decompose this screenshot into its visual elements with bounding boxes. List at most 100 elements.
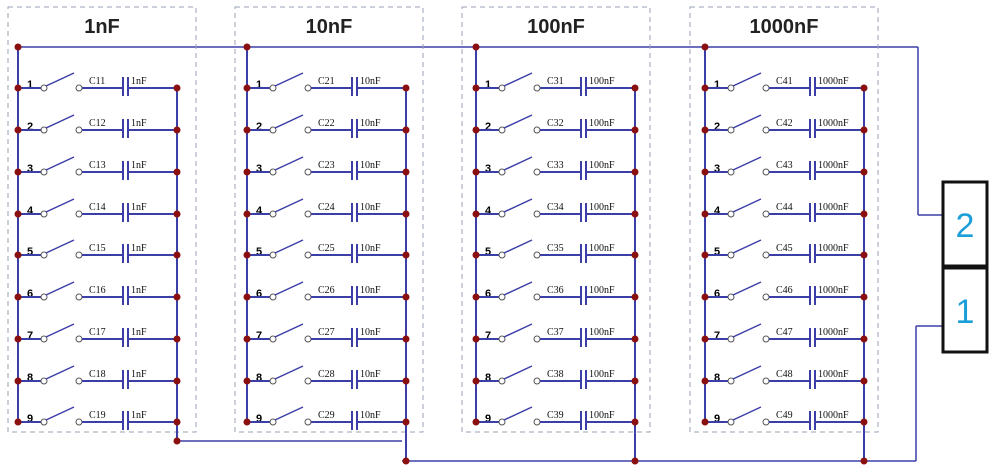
- right-rail-node: [860, 377, 868, 385]
- terminal-1: 1: [941, 266, 989, 354]
- capacitor-value: 1000nF: [818, 160, 849, 171]
- switch-contact-right: [304, 84, 312, 92]
- switch-blade: [503, 72, 533, 87]
- switch-contact-right: [762, 168, 770, 176]
- right-rail-node: [860, 293, 868, 301]
- top-bus-node: [14, 43, 22, 51]
- left-rail-node: [243, 293, 251, 301]
- capacitor-value: 1000nF: [818, 285, 849, 296]
- switch-number: 5: [256, 246, 262, 258]
- switch-blade: [45, 114, 75, 129]
- bank-title: 10nF: [306, 16, 353, 38]
- switch-contact-right: [533, 168, 541, 176]
- switch-contact-right: [533, 210, 541, 218]
- switch-contact-left: [727, 84, 735, 92]
- bank-outline: [689, 6, 879, 433]
- switch-contact-right: [762, 210, 770, 218]
- switch-contact-left: [40, 251, 48, 259]
- switch-contact-right: [304, 335, 312, 343]
- switch-blade: [45, 365, 75, 380]
- right-rail-node: [173, 84, 181, 92]
- right-rail-node: [173, 251, 181, 259]
- switch-blade: [732, 365, 762, 380]
- switch-contact-left: [498, 251, 506, 259]
- switch-blade: [274, 114, 304, 129]
- capacitor-label: C17: [89, 327, 106, 338]
- switch-blade: [503, 323, 533, 338]
- switch-contact-left: [727, 210, 735, 218]
- switch-contact-left: [40, 126, 48, 134]
- switch-contact-left: [269, 210, 277, 218]
- capacitor-value: 1nF: [131, 285, 147, 296]
- switch-blade: [45, 323, 75, 338]
- left-rail-node: [701, 168, 709, 176]
- bank-title: 100nF: [527, 16, 585, 38]
- right-rail-node: [631, 126, 639, 134]
- switch-contact-left: [727, 335, 735, 343]
- switch-blade: [732, 281, 762, 296]
- switch-blade: [45, 281, 75, 296]
- switch-number: 9: [485, 413, 491, 425]
- switch-contact-right: [304, 126, 312, 134]
- switch-contact-right: [75, 210, 83, 218]
- capacitor-label: C18: [89, 369, 106, 380]
- left-rail-node: [14, 168, 22, 176]
- switch-blade: [274, 72, 304, 87]
- switch-blade: [732, 198, 762, 213]
- left-rail-node: [14, 377, 22, 385]
- capacitor-value: 10nF: [360, 76, 381, 87]
- switch-blade: [732, 72, 762, 87]
- left-rail-node: [14, 251, 22, 259]
- left-rail-node: [701, 335, 709, 343]
- capacitor-value: 1000nF: [818, 118, 849, 129]
- switch-contact-left: [269, 418, 277, 426]
- capacitor-value: 1nF: [131, 243, 147, 254]
- capacitor-label: C29: [318, 410, 335, 421]
- switch-number: 7: [485, 330, 491, 342]
- terminal-block: 21: [941, 180, 989, 354]
- capacitor-value: 10nF: [360, 202, 381, 213]
- switch-contact-right: [762, 377, 770, 385]
- left-rail-node: [243, 335, 251, 343]
- left-rail-node: [701, 293, 709, 301]
- switch-blade: [503, 239, 533, 254]
- switch-blade: [274, 198, 304, 213]
- right-rail-node: [860, 335, 868, 343]
- capacitor-value: 100nF: [589, 118, 615, 129]
- bottom-bus-node: [860, 457, 868, 465]
- right-rail-node: [173, 126, 181, 134]
- right-rail-node: [631, 251, 639, 259]
- capacitor-label: C49: [776, 410, 793, 421]
- switch-number: 7: [714, 330, 720, 342]
- switch-blade: [503, 156, 533, 171]
- switch-number: 9: [27, 413, 33, 425]
- bank-outline: [461, 6, 651, 433]
- switch-number: 1: [714, 79, 720, 91]
- switch-number: 9: [714, 413, 720, 425]
- right-rail-node: [631, 210, 639, 218]
- switch-number: 7: [27, 330, 33, 342]
- switch-contact-left: [40, 84, 48, 92]
- switch-blade: [45, 406, 75, 421]
- capacitor-value: 10nF: [360, 160, 381, 171]
- right-rail-node: [402, 377, 410, 385]
- left-rail-node: [14, 293, 22, 301]
- switch-contact-left: [40, 168, 48, 176]
- switch-number: 1: [256, 79, 262, 91]
- capacitor-label: C22: [318, 118, 335, 129]
- left-rail-node: [243, 210, 251, 218]
- capacitor-value: 1nF: [131, 202, 147, 213]
- right-rail-node: [402, 251, 410, 259]
- capacitor-label: C41: [776, 76, 793, 87]
